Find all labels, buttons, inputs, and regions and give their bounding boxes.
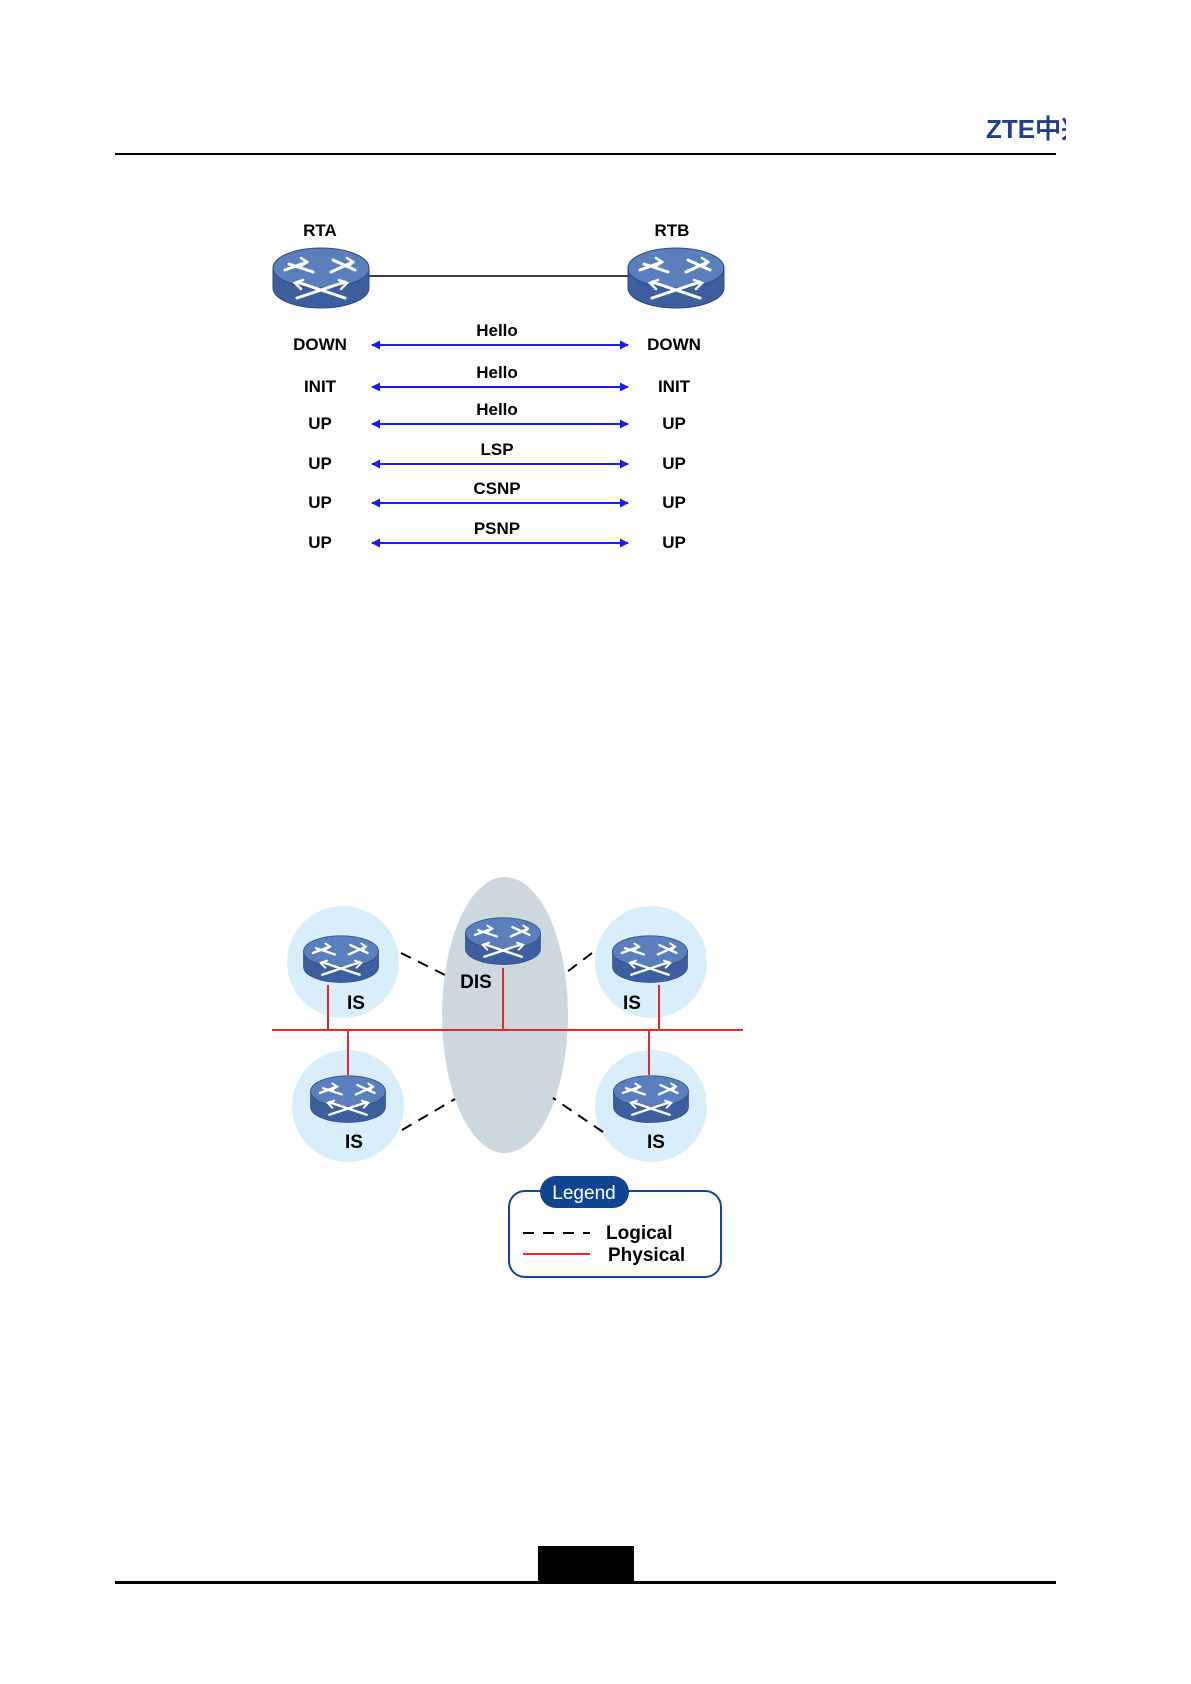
legend-logical-label: Logical bbox=[606, 1223, 673, 1244]
left-state-label: UP bbox=[308, 533, 332, 552]
message-label: Hello bbox=[476, 321, 518, 340]
logical-link bbox=[402, 1099, 455, 1130]
right-state-label: INIT bbox=[658, 377, 691, 396]
rtb-label: RTB bbox=[655, 221, 690, 240]
adjacency-diagram: RTA RTB bbox=[273, 221, 724, 308]
rta-label: RTA bbox=[303, 221, 337, 240]
message-label: LSP bbox=[480, 440, 513, 459]
is-label: IS bbox=[345, 1132, 363, 1153]
message-label: CSNP bbox=[473, 479, 520, 498]
page-number-box bbox=[538, 1546, 634, 1582]
left-state-label: UP bbox=[308, 414, 332, 433]
exchange-row: UP UP Hello bbox=[308, 400, 686, 433]
legend-box: Legend Logical Physical bbox=[509, 1176, 721, 1277]
is-label: IS bbox=[623, 993, 641, 1014]
legend-physical-label: Physical bbox=[608, 1245, 685, 1266]
right-state-label: UP bbox=[662, 533, 686, 552]
right-state-label: DOWN bbox=[647, 335, 701, 354]
is-router-icon bbox=[304, 936, 379, 983]
exchange-row: INIT INIT Hello bbox=[304, 363, 691, 396]
is-router-icon bbox=[311, 1076, 386, 1123]
is-label: IS bbox=[647, 1132, 665, 1153]
rta-router-icon bbox=[273, 248, 369, 308]
dis-router-icon bbox=[466, 918, 541, 965]
is-label: IS bbox=[347, 993, 365, 1014]
left-state-label: UP bbox=[308, 454, 332, 473]
exchange-row: UP UP CSNP bbox=[308, 479, 686, 512]
dis-diagram: DIS IS IS IS IS Legend Logical Physical bbox=[272, 877, 743, 1277]
message-label: Hello bbox=[476, 400, 518, 419]
dis-label: DIS bbox=[460, 972, 492, 993]
legend-title: Legend bbox=[552, 1183, 615, 1204]
is-router-icon bbox=[613, 936, 688, 983]
logical-link bbox=[401, 953, 447, 976]
right-state-label: UP bbox=[662, 414, 686, 433]
left-state-label: INIT bbox=[304, 377, 337, 396]
exchange-row: UP UP PSNP bbox=[308, 519, 686, 552]
is-router-icon bbox=[614, 1076, 689, 1123]
exchange-row: DOWN DOWN Hello bbox=[293, 321, 701, 354]
message-label: PSNP bbox=[474, 519, 520, 538]
rtb-router-icon bbox=[628, 248, 724, 308]
exchange-row: UP UP LSP bbox=[308, 440, 686, 473]
right-state-label: UP bbox=[662, 454, 686, 473]
left-state-label: DOWN bbox=[293, 335, 347, 354]
message-label: Hello bbox=[476, 363, 518, 382]
logical-link bbox=[563, 953, 592, 975]
right-state-label: UP bbox=[662, 493, 686, 512]
left-state-label: UP bbox=[308, 493, 332, 512]
